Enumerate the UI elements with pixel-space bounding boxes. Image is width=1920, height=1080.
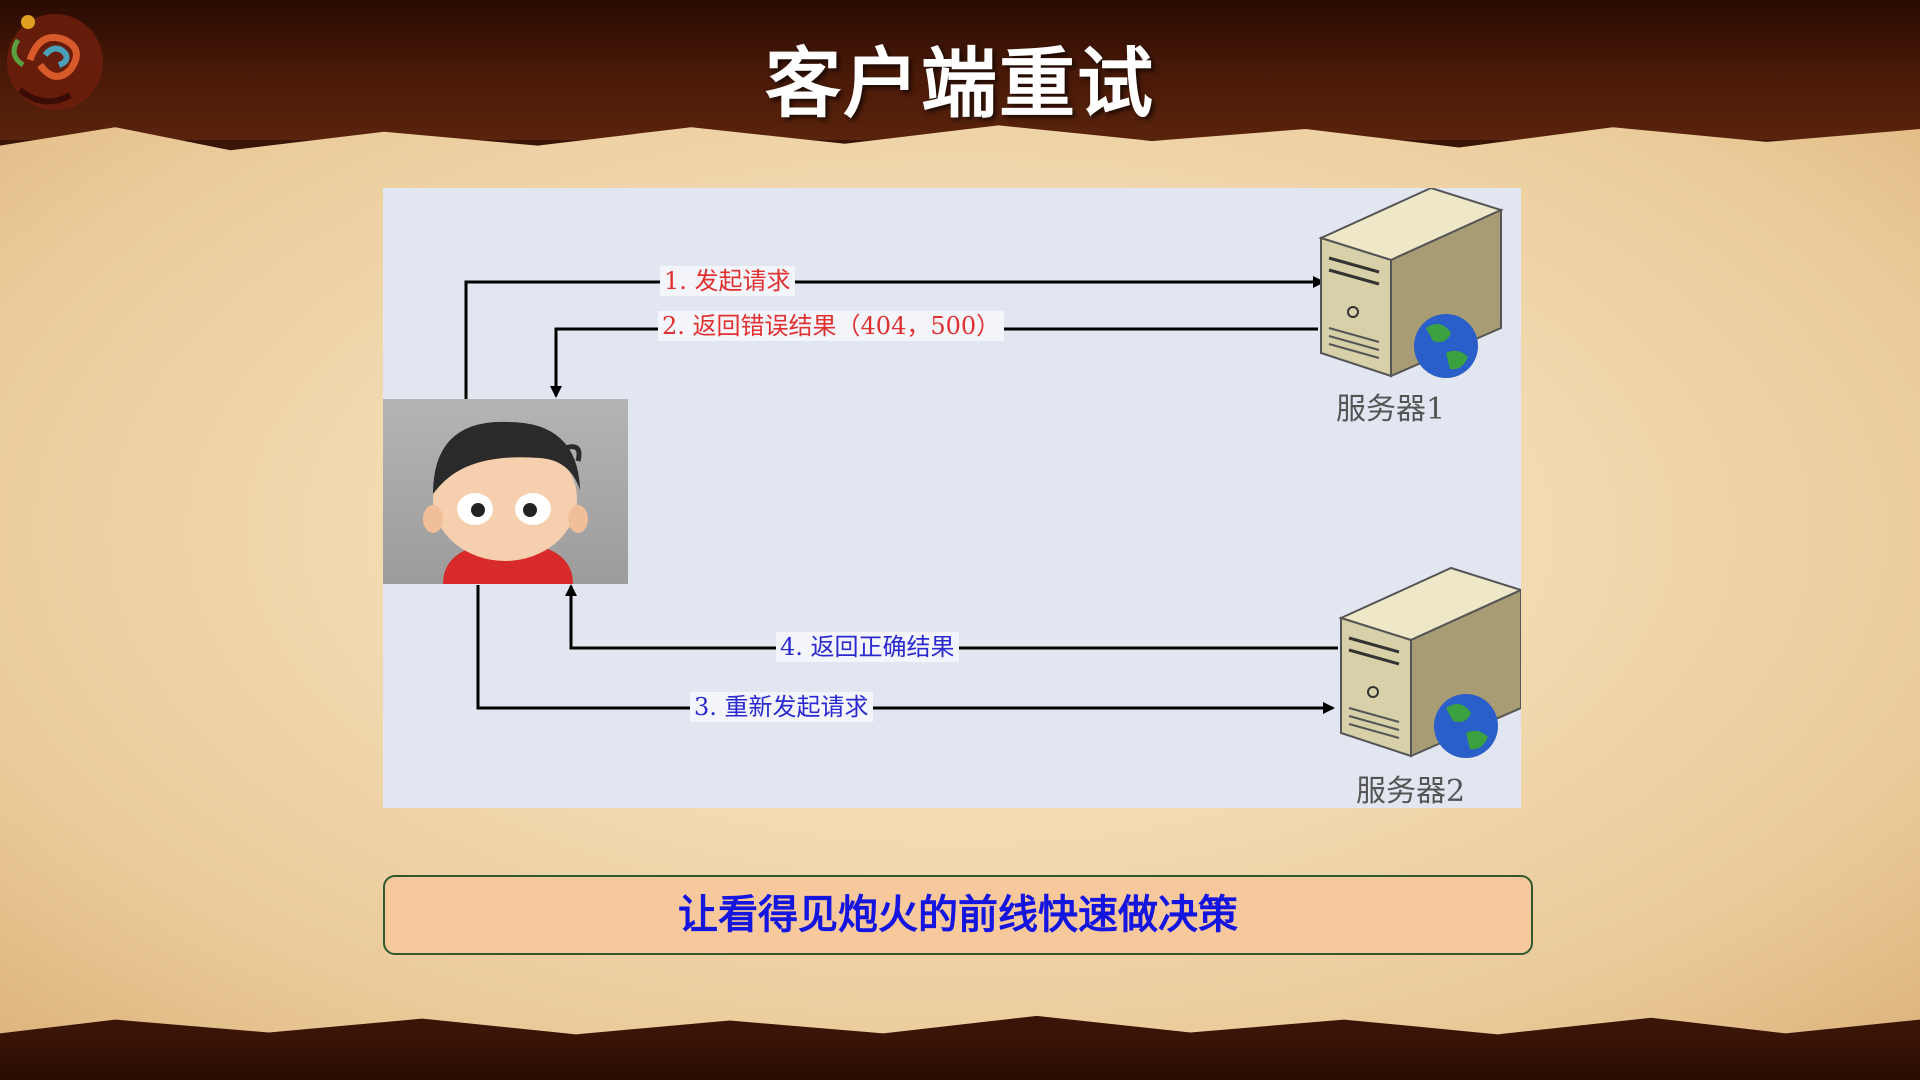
- slide-title: 客户端重试: [765, 39, 1155, 128]
- arrow-error-response: [550, 327, 1318, 398]
- arrow-correct-response: [565, 584, 1338, 650]
- retry-diagram: 1. 发起请求 2. 返回错误结果（404，500） 4. 返回正确结果 3. …: [383, 188, 1521, 809]
- client-avatar: [383, 399, 628, 584]
- footer-band: [0, 1035, 1920, 1080]
- step-1-label: 1. 发起请求: [660, 266, 795, 296]
- arrow-request-1: [464, 276, 1325, 399]
- server-2-label: 服务器2: [1356, 774, 1466, 809]
- arrow-retry-request: [476, 585, 1335, 714]
- banner-text: 让看得见炮火的前线快速做决策: [678, 892, 1238, 938]
- diagram-arrows: [464, 188, 1521, 758]
- server-1-icon: [1318, 188, 1504, 378]
- server-1-label: 服务器1: [1336, 392, 1446, 427]
- step-4-label: 4. 返回正确结果: [776, 632, 959, 662]
- server-2-icon: [1338, 566, 1521, 758]
- header-band: [0, 0, 1920, 140]
- swirl-logo-icon: [7, 14, 103, 110]
- step-2-label: 2. 返回错误结果（404，500）: [658, 311, 1005, 341]
- boy-avatar-icon: [423, 421, 588, 584]
- tagline-banner: 让看得见炮火的前线快速做决策: [383, 875, 1533, 955]
- step-3-label: 3. 重新发起请求: [690, 692, 873, 722]
